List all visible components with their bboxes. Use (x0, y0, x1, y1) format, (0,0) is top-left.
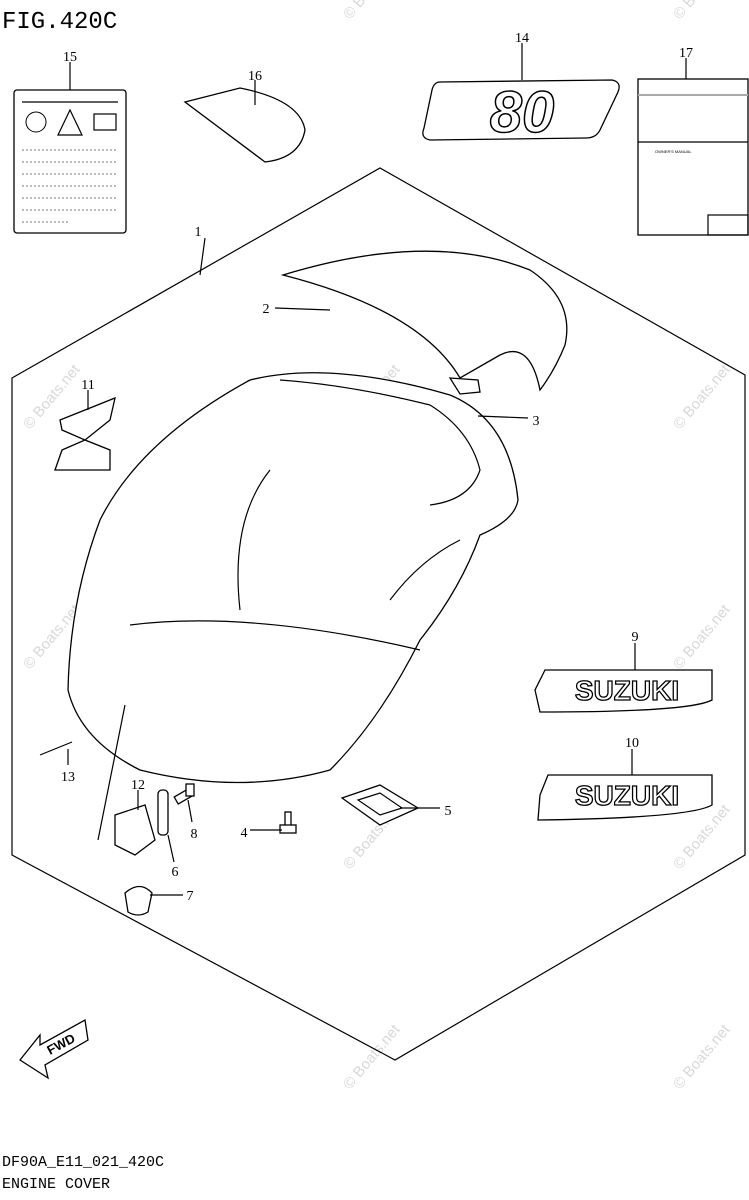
grommet (124, 885, 153, 916)
svg-text:80: 80 (490, 80, 555, 145)
callout-3: 3 (533, 414, 540, 429)
hook (157, 789, 169, 836)
svg-text:© Boats.net: © Boats.net (670, 361, 734, 433)
figure-code: DF90A_E11_021_420C (2, 1154, 165, 1171)
suzuki-emblem (54, 396, 116, 471)
svg-text:© Boats.net: © Boats.net (340, 1021, 404, 1093)
svg-text:© Boats.net: © Boats.net (340, 0, 404, 23)
suzuki-decal-upper: SUZUKI (534, 669, 713, 713)
callout-12: 12 (131, 778, 145, 793)
callout-1: 1 (195, 225, 202, 240)
svg-text:© Boats.net: © Boats.net (670, 0, 734, 23)
owners-manual: OWNER'S MANUAL (637, 78, 749, 236)
callout-7: 7 (187, 889, 194, 904)
clip (448, 377, 481, 395)
svg-text:SUZUKI: SUZUKI (575, 780, 679, 811)
suzuki-decal-lower: SUZUKI (537, 774, 713, 821)
callout-6: 6 (172, 865, 179, 880)
callout-2: 2 (263, 302, 270, 317)
callout-8: 8 (191, 827, 198, 842)
warning-label (13, 89, 127, 234)
callout-11: 11 (81, 378, 94, 393)
callout-9: 9 (632, 630, 639, 645)
svg-text:OWNER'S MANUAL: OWNER'S MANUAL (655, 149, 692, 154)
forward-arrow: FWD (19, 1018, 89, 1080)
latch (114, 804, 156, 856)
seal (340, 784, 420, 826)
cover-intake (279, 379, 481, 506)
bolt (279, 811, 297, 834)
callout-5: 5 (445, 804, 452, 819)
screw (173, 783, 195, 805)
instruction-sheet (183, 87, 306, 163)
callout-14: 14 (515, 31, 529, 46)
callout-13: 13 (61, 770, 75, 785)
figure-title: FIG.420C (2, 9, 117, 36)
rivet (39, 741, 73, 756)
callout-17: 17 (679, 46, 693, 61)
top-cover-panel (280, 250, 568, 392)
callout-16: 16 (248, 69, 262, 84)
engine-cover (67, 372, 519, 784)
svg-text:© Boats.net: © Boats.net (670, 601, 734, 673)
figure-name: ENGINE COVER (2, 1176, 111, 1193)
callout-4: 4 (241, 826, 248, 841)
callout-15: 15 (63, 50, 77, 65)
assembly-frame (11, 167, 746, 1061)
svg-text:SUZUKI: SUZUKI (575, 675, 679, 706)
callout-10: 10 (625, 736, 639, 751)
svg-text:© Boats.net: © Boats.net (670, 1021, 734, 1093)
model-number-decal: 80 (422, 79, 620, 146)
